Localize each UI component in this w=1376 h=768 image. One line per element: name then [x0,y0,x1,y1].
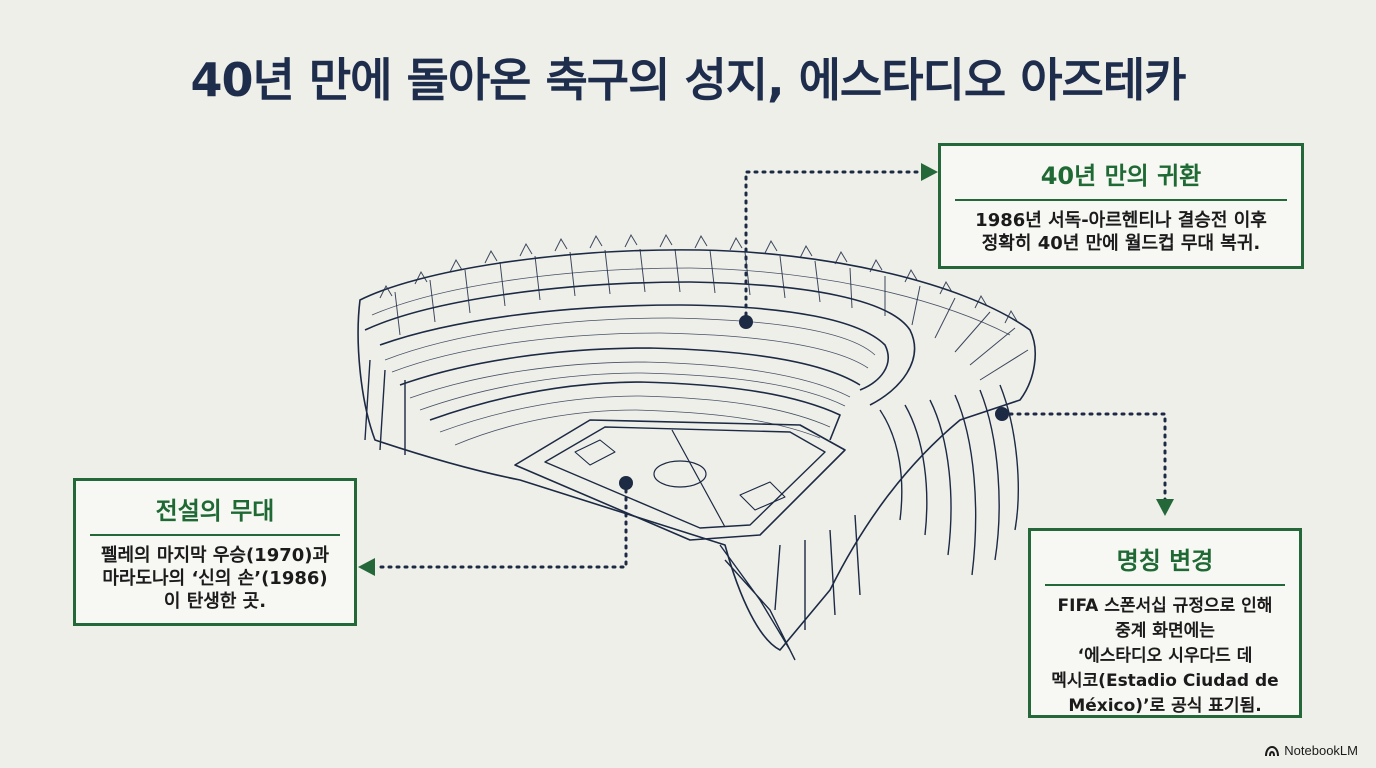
stadium-upper-tier [379,304,889,391]
connector-return [744,170,924,317]
arrow-down-icon [1156,499,1174,516]
callout-body-return: 1986년 서독-아르헨티나 결승전 이후 정확히 40년 만에 월드컵 무대 … [975,210,1267,254]
notebooklm-logo-icon [1265,745,1280,756]
marker-dot-legend [619,476,633,490]
callout-body-legend: 펠레의 마지막 우승(1970)과 마라도나의 ‘신의 손’(1986) 이 탄… [100,545,330,612]
callout-body-rename: FIFA 스폰서십 규정으로 인해 중계 화면에는 ‘에스타디오 시우다드 데 … [1051,596,1279,716]
marker-dot-rename [995,407,1009,421]
page-title: 40년 만에 돌아온 축구의 성지, 에스타디오 아즈테카 [190,53,1187,107]
callout-title-legend: 전설의 무대 [90,481,340,536]
callout-card-legend: 전설의 무대 펠레의 마지막 우승(1970)과 마라도나의 ‘신의 손’(19… [73,478,357,626]
arrow-right-icon [921,163,938,181]
brand-watermark: NotebookLM [1264,743,1358,758]
brand-label: NotebookLM [1284,743,1358,758]
callout-title-return: 40년 만의 귀환 [955,146,1287,201]
connector-legend [378,488,628,569]
stadium-lower-bowl [429,381,841,441]
stadium-inner-roof [364,281,916,406]
pitch-surround [514,419,846,541]
marker-dot-return [739,315,753,329]
stadium-outer-roof [357,249,1036,651]
callout-card-rename: 명칭 변경 FIFA 스폰서십 규정으로 인해 중계 화면에는 ‘에스타디오 시… [1028,528,1302,718]
arrow-left-icon [358,558,375,576]
pitch [544,426,826,529]
stadium-middle-tier [399,347,861,386]
callout-markers [619,315,1009,490]
callout-title-rename: 명칭 변경 [1045,531,1285,586]
connector-rename [1008,412,1167,502]
callout-card-return: 40년 만의 귀환 1986년 서독-아르헨티나 결승전 이후 정확히 40년 … [938,143,1304,269]
